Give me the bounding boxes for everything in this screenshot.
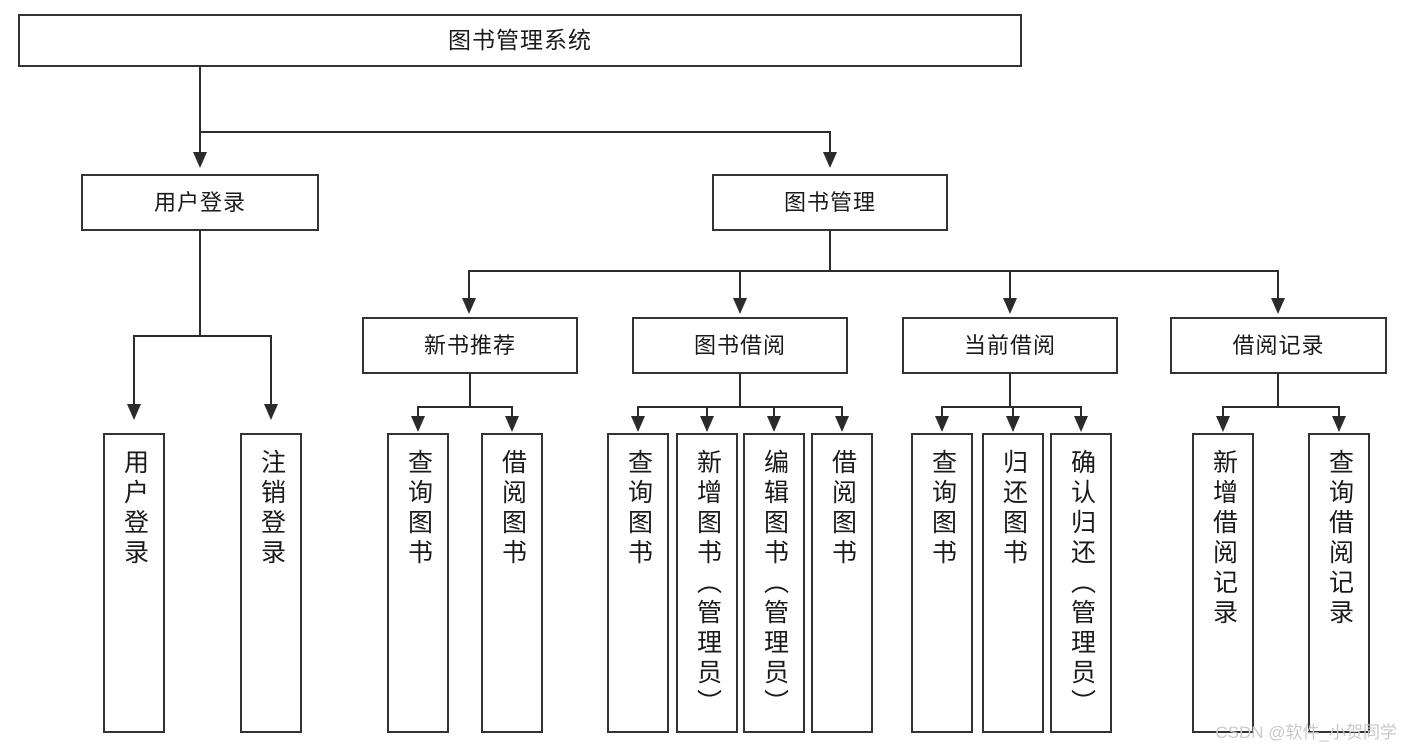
edge-book-borrow-bar [637, 406, 843, 408]
leaf-cb-query-book[interactable]: 查询图书 [911, 433, 973, 733]
leaf-nbr-query-book[interactable]: 查询图书 [387, 433, 449, 733]
arrowhead-book-management [823, 152, 837, 168]
node-user-login[interactable]: 用户登录 [81, 174, 319, 231]
edge-book-management-stem [829, 231, 831, 272]
node-label: 借阅图书 [498, 449, 527, 569]
leaf-bb-query-book[interactable]: 查询图书 [607, 433, 669, 733]
edge-cb-drop-2 [1012, 406, 1014, 420]
node-label: 编辑图书（管理员） [760, 449, 789, 719]
edge-to-book-borrow [739, 270, 741, 301]
arrowhead-nbr-query-book [411, 416, 425, 432]
edge-new-book-recommend-stem [469, 374, 471, 408]
edge-current-borrow-bar [941, 406, 1081, 408]
edge-borrow-record-bar [1222, 406, 1340, 408]
arrowhead-cb-query-book [935, 416, 949, 432]
edge-nbr-left-drop [417, 406, 419, 420]
edge-borrow-record-stem [1277, 374, 1279, 408]
edge-current-borrow-stem [1009, 374, 1011, 408]
node-label: 当前借阅 [963, 332, 1056, 358]
node-label: 查询借阅记录 [1325, 449, 1354, 629]
edge-br-left-drop [1222, 406, 1224, 420]
edge-cb-drop-1 [941, 406, 943, 420]
node-label: 查询图书 [404, 449, 433, 569]
edge-user-login-right-drop [270, 335, 272, 407]
node-label: 新增借阅记录 [1209, 449, 1238, 629]
leaf-user-login[interactable]: 用户登录 [103, 433, 165, 733]
arrowhead-borrow-record [1271, 298, 1285, 314]
edge-bb-drop-4 [841, 406, 843, 420]
leaf-cb-confirm-return[interactable]: 确认归还（管理员） [1050, 433, 1112, 733]
node-label: 借阅记录 [1232, 332, 1325, 358]
arrowhead-cb-confirm-return [1074, 416, 1088, 432]
arrowhead-new-book-recommend [462, 298, 476, 314]
node-label: 图书管理系统 [448, 26, 592, 53]
node-label: 注销登录 [257, 449, 286, 569]
node-new-book-recommend[interactable]: 新书推荐 [362, 317, 578, 374]
edge-user-login-stem [199, 231, 201, 337]
arrowhead-book-borrow [733, 298, 747, 314]
node-label: 确认归还（管理员） [1067, 449, 1096, 719]
leaf-cb-return-book[interactable]: 归还图书 [982, 433, 1044, 733]
edge-cb-drop-3 [1080, 406, 1082, 420]
edge-to-new-book-recommend [468, 270, 470, 301]
edge-bb-drop-2 [706, 406, 708, 420]
node-root-book-management-system[interactable]: 图书管理系统 [18, 14, 1022, 67]
arrowhead-cb-return-book [1006, 416, 1020, 432]
arrowhead-leaf-user-login [127, 404, 141, 420]
edge-root-to-book-management [829, 131, 831, 156]
edge-to-borrow-record [1277, 270, 1279, 301]
leaf-bb-add-book[interactable]: 新增图书（管理员） [676, 433, 738, 733]
leaf-bb-borrow-book[interactable]: 借阅图书 [811, 433, 873, 733]
edge-br-right-drop [1338, 406, 1340, 420]
edge-user-login-left-drop [133, 335, 135, 407]
arrowhead-nbr-borrow-book [505, 416, 519, 432]
node-label: 图书管理 [783, 189, 876, 215]
node-label: 图书借阅 [693, 332, 786, 358]
arrowhead-user-login [193, 152, 207, 168]
arrowhead-bb-add-book [700, 416, 714, 432]
node-book-management[interactable]: 图书管理 [712, 174, 948, 231]
leaf-br-add-record[interactable]: 新增借阅记录 [1192, 433, 1254, 733]
node-label: 用户登录 [120, 449, 149, 569]
edge-user-login-bar [133, 335, 272, 337]
node-current-borrow[interactable]: 当前借阅 [902, 317, 1118, 374]
node-label: 查询图书 [624, 449, 653, 569]
node-label: 查询图书 [928, 449, 957, 569]
edge-book-borrow-stem [739, 374, 741, 408]
node-label: 借阅图书 [828, 449, 857, 569]
edge-bb-drop-1 [637, 406, 639, 420]
node-book-borrow[interactable]: 图书借阅 [632, 317, 848, 374]
node-label: 用户登录 [153, 189, 246, 215]
edge-root-bar [199, 131, 831, 133]
leaf-br-query-record[interactable]: 查询借阅记录 [1308, 433, 1370, 733]
edge-bb-drop-3 [773, 406, 775, 420]
node-label: 归还图书 [999, 449, 1028, 569]
arrowhead-bb-borrow-book [835, 416, 849, 432]
edge-book-management-bar [468, 270, 1279, 272]
arrowhead-current-borrow [1003, 298, 1017, 314]
leaf-logout[interactable]: 注销登录 [240, 433, 302, 733]
csdn-watermark: CSDN @软件_小贺同学 [1215, 723, 1397, 742]
arrowhead-leaf-logout [264, 404, 278, 420]
node-borrow-record[interactable]: 借阅记录 [1170, 317, 1387, 374]
node-label: 新增图书（管理员） [693, 449, 722, 719]
edge-new-book-recommend-bar [417, 406, 513, 408]
arrowhead-bb-edit-book [767, 416, 781, 432]
edge-root-to-user-login [199, 131, 201, 156]
edge-nbr-right-drop [511, 406, 513, 420]
leaf-bb-edit-book[interactable]: 编辑图书（管理员） [743, 433, 805, 733]
arrowhead-br-query-record [1332, 416, 1346, 432]
edge-to-current-borrow [1009, 270, 1011, 301]
leaf-nbr-borrow-book[interactable]: 借阅图书 [481, 433, 543, 733]
node-label: 新书推荐 [423, 332, 516, 358]
arrowhead-br-add-record [1216, 416, 1230, 432]
arrowhead-bb-query-book [631, 416, 645, 432]
edge-root-stem [199, 67, 201, 132]
